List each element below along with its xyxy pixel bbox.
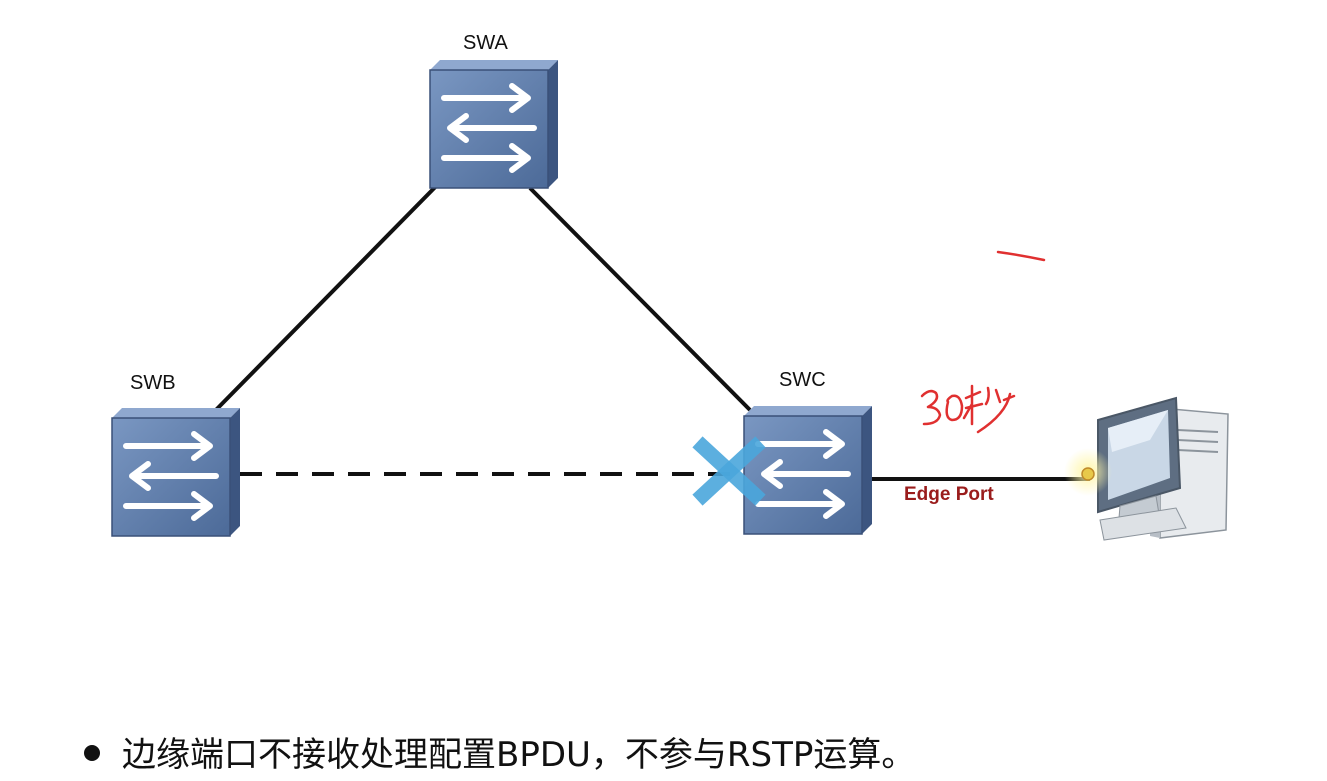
blocked-port-icon xyxy=(692,436,766,506)
pc-icon xyxy=(1064,396,1229,541)
handwritten-annotation xyxy=(920,250,1046,434)
switch-swb-icon xyxy=(112,408,240,536)
edge-port-label: Edge Port xyxy=(904,484,994,505)
bullet-text: 边缘端口不接收处理配置BPDU，不参与RSTP运算。 xyxy=(122,735,916,775)
swb-label: SWB xyxy=(130,372,176,394)
switch-swc-icon xyxy=(744,406,872,534)
bullet-dot-icon xyxy=(84,744,100,761)
swc-label: SWC xyxy=(779,369,826,391)
swa-label: SWA xyxy=(463,32,508,54)
switch-swa-icon xyxy=(430,60,558,188)
link-swa-swc xyxy=(528,186,752,412)
link-swa-swb xyxy=(206,168,454,420)
bullet-point: 边缘端口不接收处理配置BPDU，不参与RSTP运算。 xyxy=(84,727,915,776)
